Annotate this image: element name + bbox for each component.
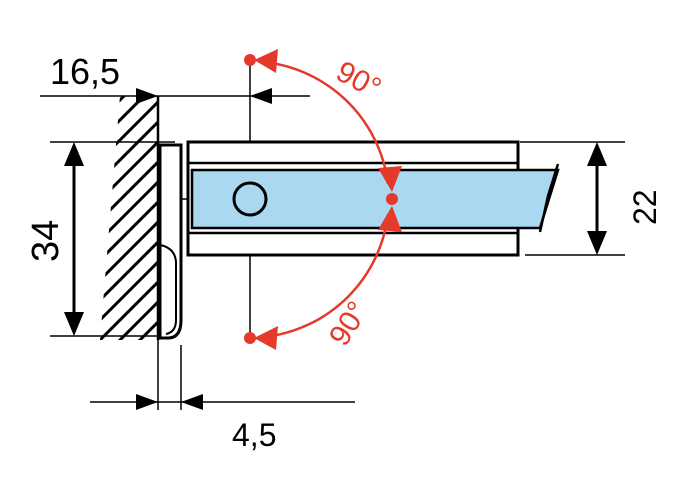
dimension-height-left: 34: [25, 220, 67, 262]
upper-angle-arc: [263, 60, 390, 185]
angle-label-lower: 90°: [323, 296, 375, 352]
lower-angle-arc: [263, 213, 390, 339]
lower-right-arrowhead: [378, 206, 402, 232]
dimension-arrow-shafts: [72, 160, 599, 318]
base-plate: [158, 143, 183, 340]
dimension-bottom-offset: 4,5: [232, 417, 276, 453]
base-plate-curve: [159, 244, 177, 335]
upper-right-arrowhead: [378, 166, 402, 192]
upper-left-arrowhead: [254, 49, 278, 73]
dimension-top-offset: 16,5: [50, 51, 120, 92]
bolt-circle: [232, 181, 268, 217]
center-pivot-dot: [386, 193, 398, 205]
dimension-height-right: 22: [627, 189, 663, 225]
dimension-arrows: [64, 88, 607, 410]
angle-indicators: [244, 49, 402, 350]
glass: [190, 168, 560, 230]
upper-pivot-dot: [244, 54, 256, 66]
lower-left-arrowhead: [254, 326, 278, 350]
lower-pivot-dot: [244, 332, 256, 344]
angle-label-upper: 90°: [331, 55, 387, 105]
glass-pane: [190, 163, 560, 233]
wall: [100, 96, 160, 340]
glass-break-line: [538, 163, 560, 233]
